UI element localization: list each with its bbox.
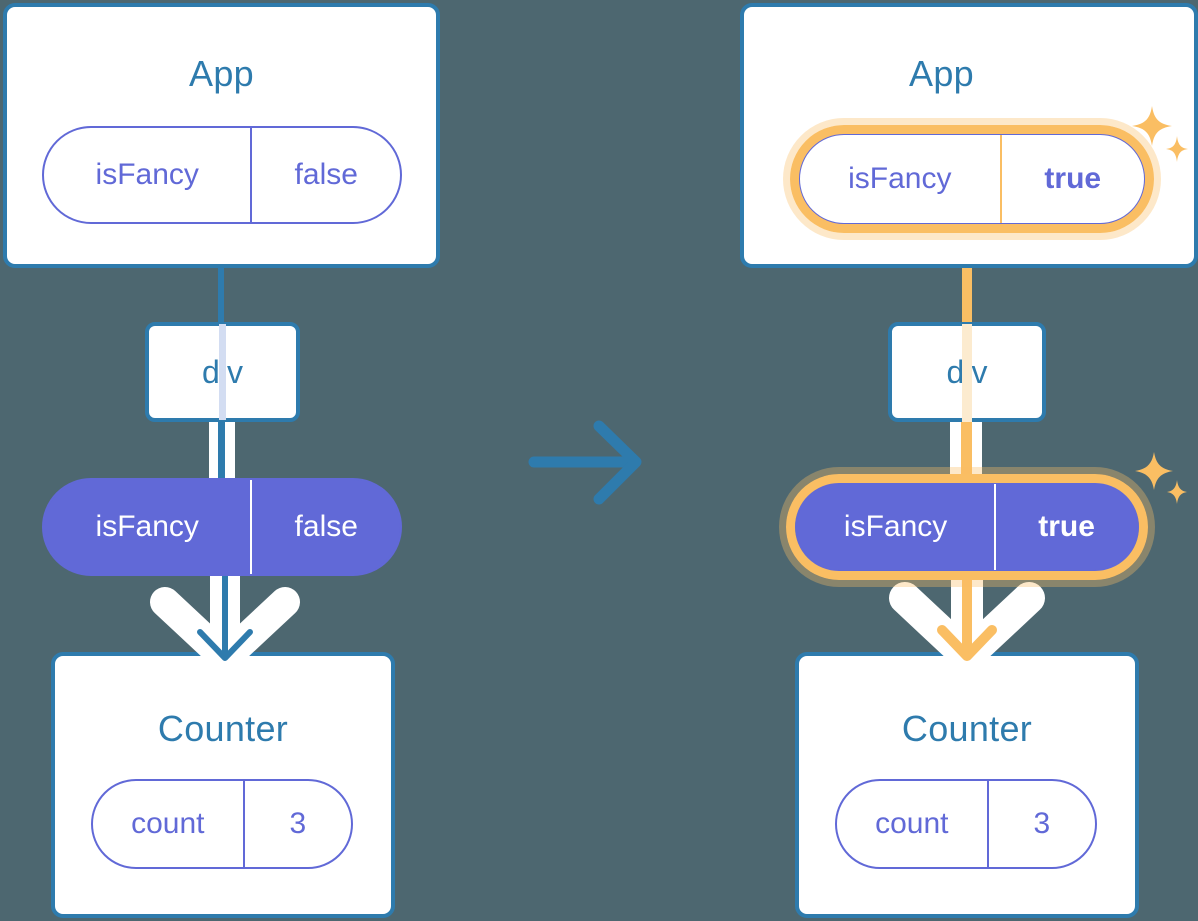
prop-flow-arrow-right [889,566,1045,672]
counter-title-left: Counter [157,708,289,749]
sparkle-icon-prop-right [1135,452,1187,504]
prop-pill-right[interactable]: isFancy true [795,482,1139,572]
prop-pill-left[interactable]: isFancy false [42,478,402,576]
prop-value-right: true [994,484,1137,570]
prop-flow-arrow-left [150,570,300,673]
connector-app-to-div-right [962,224,972,324]
connector-app-to-div-left [218,266,224,324]
app-state-value-left: false [250,128,400,222]
counter-state-pill-right[interactable]: count 3 [835,779,1097,869]
connector-inside-div-left [219,324,226,420]
counter-title-right: Counter [901,708,1033,749]
app-state-name-right: isFancy [848,162,952,195]
prop-name-right: isFancy [843,510,948,543]
counter-state-name-right: count [875,807,949,840]
counter-state-name-left: count [131,807,205,840]
transition-arrow-icon [528,420,642,505]
app-title-right: App [909,53,974,94]
prop-value-left: false [250,480,400,574]
app-state-pill-right[interactable]: isFancy true [798,133,1146,225]
app-state-name-left: isFancy [95,158,199,191]
connector-div-to-prop-left [218,420,225,492]
counter-state-pill-left[interactable]: count 3 [91,779,353,869]
app-state-pill-left[interactable]: isFancy false [42,126,402,224]
connector-inside-div-right [962,324,972,422]
counter-state-value-right: 3 [986,781,1095,867]
prop-name-left: isFancy [95,510,199,543]
sparkle-icon-app-right [1132,106,1188,162]
app-title-left: App [189,53,254,94]
counter-state-value-left: 3 [242,781,351,867]
app-state-value-right: true [999,135,1144,223]
connector-div-to-prop-right [961,420,972,492]
